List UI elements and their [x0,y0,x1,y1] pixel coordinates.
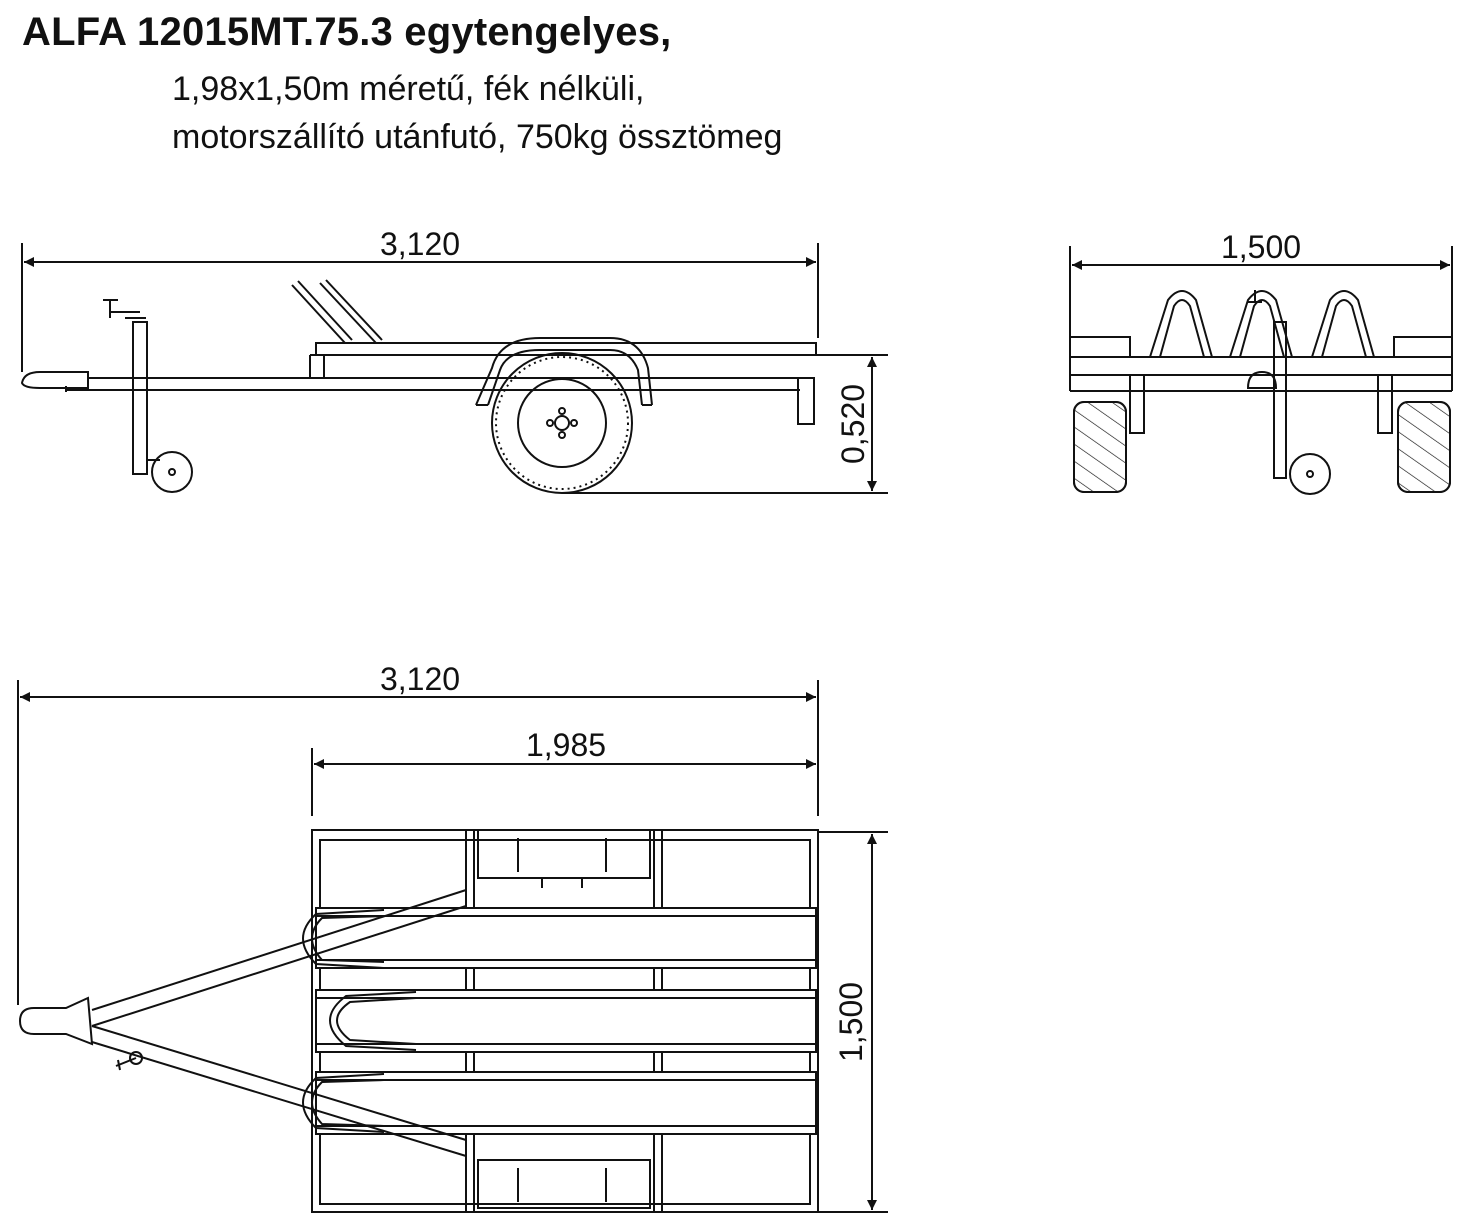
drawing-subtitle-line1: 1,98x1,50m méretű, fék nélküli, [172,70,645,108]
side-bed-frame [309,342,817,425]
rear-width-label: 1,500 [1221,229,1301,265]
rear-right-wheel [1397,401,1451,493]
rear-chocks [1149,290,1375,358]
rear-jockey-wheel [1246,321,1331,495]
top-jockey-handle [115,1051,143,1071]
top-fender-upper [477,829,651,888]
drawing-title: ALFA 12015MT.75.3 egytengelyes, [22,10,672,54]
motorcycle-rail-3 [315,1071,817,1135]
top-fender-lower [477,1159,651,1209]
top-width-label: 1,500 [833,982,869,1062]
top-tow-coupling [18,996,94,1046]
side-length-label: 3,120 [380,226,460,262]
drawing-subtitle-line2: motorszállító utánfutó, 750kg össztömeg [172,118,783,156]
side-view: 3,120 [20,226,888,494]
rear-view: 1,500 [1069,229,1453,495]
rear-width-dimension: 1,500 [1069,229,1453,336]
side-height-label: 0,520 [835,384,871,464]
wheel-chocks [291,279,420,344]
top-bed-length-dimension: 1,985 [311,727,816,816]
top-length-dimension: 3,120 [17,661,819,1005]
motorcycle-rail-2 [315,989,817,1053]
motorcycle-rail-1 [315,907,817,969]
tow-coupling [20,371,89,389]
top-bed-length-label: 1,985 [526,727,606,763]
fender [475,337,653,406]
main-wheel [491,352,633,494]
rear-left-wheel [1073,401,1127,493]
side-length-dimension: 3,120 [21,226,819,372]
top-length-label: 3,120 [380,661,460,697]
side-height-dimension: 0,520 [562,354,888,494]
top-view: 3,120 1,985 1,500 [17,661,888,1213]
jockey-wheel [103,299,193,493]
a-frame-drawbar [91,889,467,1157]
top-width-dimension: 1,500 [818,831,888,1213]
